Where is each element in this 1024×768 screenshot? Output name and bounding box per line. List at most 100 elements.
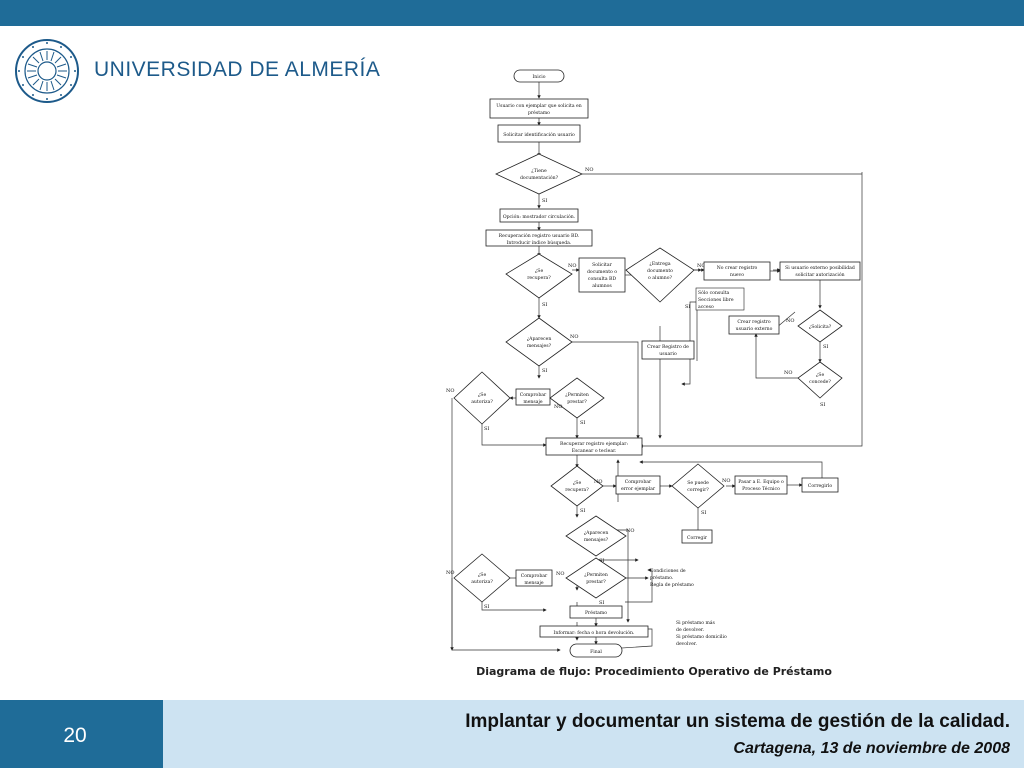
svg-text:NO: NO (594, 479, 602, 485)
svg-text:Opción: mostrador circulación.: Opción: mostrador circulación. (503, 213, 576, 220)
node-fix: Corregir (681, 529, 713, 544)
node-delivers-doc: ¿Entrega documento o alumno? NO SI (625, 247, 705, 310)
svg-text:¿Se: ¿Se (816, 372, 825, 378)
node-authorized-1: ¿Se autoriza? NO SI (446, 371, 511, 432)
svg-text:mensajes?: mensajes? (584, 537, 609, 543)
svg-text:Informar: fecha o hora devoluc: Informar: fecha o hora devolución. (554, 629, 635, 636)
svg-text:Regla de préstamo: Regla de préstamo (650, 581, 694, 588)
svg-text:Pasar a E. Equipo o: Pasar a E. Equipo o (738, 479, 784, 485)
node-start: Inicio (513, 69, 565, 83)
svg-text:SI: SI (599, 558, 604, 564)
svg-text:¿Entrega: ¿Entrega (649, 261, 670, 267)
svg-text:documento o: documento o (587, 269, 617, 275)
svg-text:SI: SI (484, 426, 489, 432)
node-external-user: Si usuario externo posibilidad solicitar… (779, 261, 861, 281)
svg-text:concede?: concede? (809, 379, 831, 385)
svg-text:alumnos: alumnos (592, 283, 612, 289)
svg-text:Proceso Técnico: Proceso Técnico (742, 485, 780, 492)
svg-text:error ejemplar: error ejemplar (621, 486, 656, 492)
node-authorized-2: ¿Se autoriza? NO SI (446, 553, 511, 610)
svg-text:SI: SI (542, 302, 547, 308)
university-name: UNIVERSIDAD DE ALMERÍA (94, 58, 381, 81)
svg-text:NO: NO (556, 571, 564, 577)
node-inform: Informar: fecha o hora devolución. (539, 625, 649, 645)
svg-text:SI: SI (484, 604, 489, 610)
node-retrieve-item: Recuperar registro ejemplar: Escanear o … (545, 437, 643, 456)
svg-text:¿Solicita?: ¿Solicita? (809, 324, 832, 330)
svg-text:Corregirlo: Corregirlo (808, 483, 832, 489)
node-loan-conditions: Condiciones de préstamo. Regla de présta… (650, 568, 694, 588)
node-check-message-2: Comprobar mensaje (515, 569, 553, 587)
slide-number: 20 (63, 724, 87, 747)
node-allow-loan-2: ¿Permiten prestar? NO SI (556, 557, 649, 606)
svg-text:SI: SI (542, 368, 547, 374)
svg-text:Préstamo: Préstamo (585, 609, 607, 616)
svg-text:NO: NO (585, 167, 593, 173)
svg-text:¿Se: ¿Se (535, 268, 544, 274)
svg-text:SI: SI (820, 402, 825, 408)
node-has-docs: ¿Tiene documentación? NO SI (495, 153, 862, 204)
svg-text:NO: NO (784, 370, 792, 376)
svg-text:autoriza?: autoriza? (471, 579, 493, 585)
node-check-message-1: Comprobar mensaje (515, 388, 551, 406)
node-retrieve-user: Recuperación registro usuario BD. Introd… (485, 229, 593, 247)
svg-text:Comprobar: Comprobar (625, 479, 652, 485)
top-bar (0, 0, 1024, 26)
svg-text:¿Permiten: ¿Permiten (584, 572, 608, 578)
svg-text:No crear registro: No crear registro (717, 265, 758, 271)
footer-number-panel: 20 (0, 700, 163, 768)
svg-text:mensaje: mensaje (523, 399, 543, 405)
university-seal-icon (15, 39, 79, 103)
svg-text:documentación?: documentación? (520, 174, 559, 181)
svg-text:o alumno?: o alumno? (648, 275, 672, 281)
svg-text:Sólo consulta: Sólo consulta (698, 289, 730, 296)
svg-text:Crear Registro de: Crear Registro de (647, 344, 689, 350)
svg-text:Solicitar identificación usuar: Solicitar identificación usuario (503, 131, 575, 138)
svg-text:Introducir índice búsqueda.: Introducir índice búsqueda. (507, 239, 572, 246)
svg-text:¿Se: ¿Se (478, 392, 487, 398)
node-retrieved-2: ¿Se recupera? NO SI (550, 465, 604, 514)
flowchart-svg: Inicio Usuario con ejemplar que solicita… (446, 69, 863, 658)
node-loan-note: Si préstamo más de devolver. Si préstamo… (676, 619, 727, 647)
svg-text:SI: SI (823, 344, 828, 350)
node-create-external: Crear registro usuario externo (728, 315, 780, 335)
svg-text:Solicitar: Solicitar (592, 262, 612, 268)
footer-subtitle: Cartagena, 13 de noviembre de 2008 (733, 740, 1010, 757)
node-check-item-error: Comprobar error ejemplar (615, 475, 661, 495)
svg-text:SI: SI (599, 600, 604, 606)
node-granted: ¿Se concede? NO SI (754, 333, 843, 408)
svg-text:de devolver.: de devolver. (676, 627, 705, 633)
svg-text:NO: NO (446, 388, 454, 394)
svg-text:Se puede: Se puede (687, 480, 709, 486)
node-loan: Préstamo (569, 605, 623, 627)
svg-text:NO: NO (568, 263, 576, 269)
svg-text:acceso: acceso (698, 305, 714, 310)
node-allow-loan: ¿Permiten prestar? NO SI (549, 377, 605, 426)
svg-text:Crear registro: Crear registro (737, 319, 771, 325)
node-request-doc: Solicitar documento o consulta BD alumno… (578, 257, 639, 293)
svg-text:documento: documento (647, 268, 673, 274)
svg-text:recupera?: recupera? (565, 487, 589, 493)
svg-text:Condiciones de: Condiciones de (650, 568, 686, 574)
footer: 20 Implantar y documentar un sistema de … (0, 700, 1024, 768)
svg-text:Comprobar: Comprobar (521, 573, 548, 579)
node-end: Final (569, 643, 623, 658)
svg-text:Si préstamo domicilio: Si préstamo domicilio (676, 633, 727, 640)
svg-text:Secciones libre: Secciones libre (698, 297, 734, 303)
node-no-create: No crear registro nuevo (703, 261, 781, 281)
svg-text:devolver.: devolver. (676, 641, 697, 647)
svg-text:autoriza?: autoriza? (471, 399, 493, 405)
svg-text:NO: NO (786, 318, 794, 324)
node-create-user: Crear Registro de usuario (641, 340, 695, 360)
svg-text:NO: NO (570, 334, 578, 340)
node-user-request: Usuario con ejemplar que solicita en pré… (489, 98, 589, 119)
svg-text:¿Permiten: ¿Permiten (565, 392, 589, 398)
svg-text:consulta BD: consulta BD (588, 276, 617, 282)
svg-text:solicitar autorización: solicitar autorización (795, 271, 844, 278)
footer-title-panel: Implantar y documentar un sistema de ges… (163, 700, 1024, 768)
svg-text:usuario externo: usuario externo (736, 326, 773, 332)
svg-text:Comprobar: Comprobar (520, 392, 547, 398)
svg-text:usuario: usuario (659, 351, 677, 357)
svg-text:préstamo: préstamo (528, 109, 550, 116)
svg-text:Inicio: Inicio (532, 74, 545, 80)
